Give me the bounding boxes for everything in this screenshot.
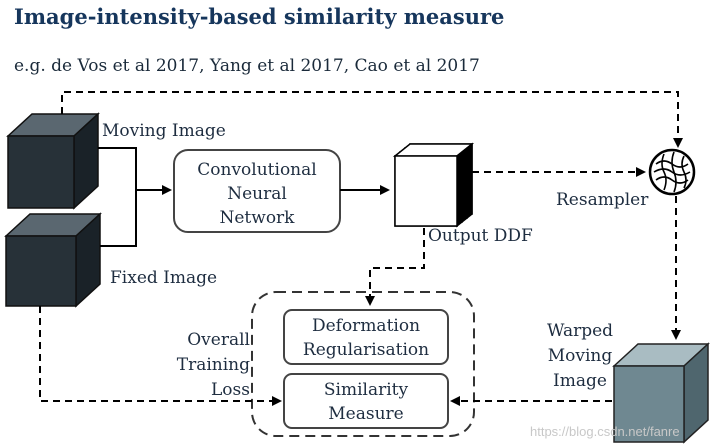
citation-subtitle: e.g. de Vos et al 2017, Yang et al 2017,… — [14, 56, 480, 76]
output-ddf-label: Output DDF — [428, 226, 533, 246]
fixed-image-cube — [4, 212, 102, 308]
resampler-label: Resampler — [556, 190, 649, 210]
warped-image-cube — [612, 342, 710, 444]
warped-label-line3: Image — [553, 371, 607, 391]
cnn-label-line2: Neural — [227, 184, 287, 204]
warped-label-line2: Moving — [548, 346, 613, 366]
cnn-label-line3: Network — [220, 208, 296, 228]
deformation-label-line2: Regularisation — [303, 340, 429, 360]
warped-label-line1: Warped — [547, 321, 613, 341]
similarity-label-line1: Similarity — [324, 380, 409, 400]
similarity-label-line2: Measure — [328, 404, 403, 424]
output-ddf-cube — [392, 142, 475, 228]
watermark: https://blog.csdn.net/fanre — [530, 424, 680, 439]
similarity-box — [283, 373, 449, 429]
diagram-title: Image-intensity-based similarity measure — [14, 4, 505, 29]
fixed-to-similarity-arrow — [39, 306, 282, 406]
deformation-label-line1: Deformation — [312, 316, 420, 336]
moving-image-cube — [6, 112, 100, 210]
cnn-label-line1: Convolutional — [197, 160, 316, 180]
resampler-icon — [648, 148, 696, 196]
input-connectors — [98, 147, 172, 247]
fixed-image-label: Fixed Image — [110, 268, 217, 288]
loss-label-line2: Training — [177, 355, 250, 375]
ddf-to-regularisation-arrow — [365, 228, 425, 306]
loss-label-line3: Loss — [211, 380, 250, 400]
moving-to-resampler-path — [61, 91, 683, 148]
loss-label-line1: Overall — [187, 330, 250, 350]
moving-image-label: Moving Image — [102, 121, 226, 141]
deformation-box — [283, 309, 449, 365]
loss-group — [251, 291, 475, 437]
